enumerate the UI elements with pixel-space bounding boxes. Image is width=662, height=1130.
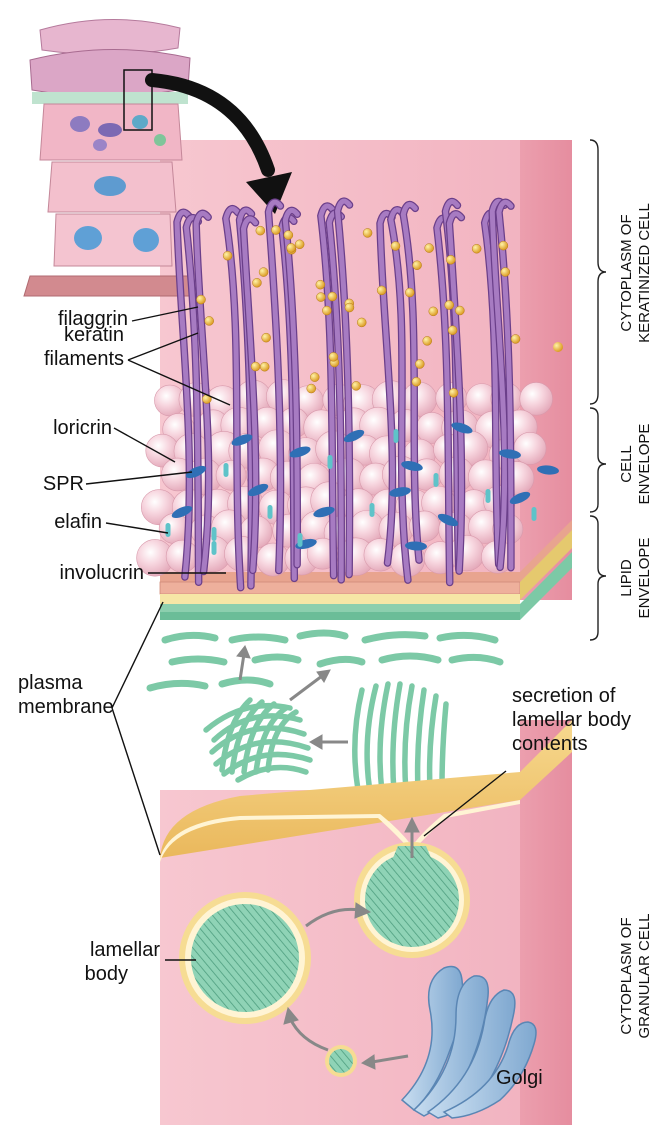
lamellae-arrow (310, 735, 348, 749)
lamellar-body-large (179, 892, 311, 1024)
filaggrin-granule (316, 280, 325, 289)
elafin-protein (370, 503, 375, 517)
elafin-protein (328, 455, 333, 469)
filaggrin-granule (259, 268, 268, 277)
loricrin-sphere (514, 432, 546, 464)
filaggrin-granule (499, 241, 508, 250)
filaggrin-granule (455, 306, 464, 315)
filaggrin-granule (405, 288, 414, 297)
filaggrin-granule (284, 231, 293, 240)
filaggrin-granule (377, 286, 386, 295)
label-plasma-line2: membrane (18, 695, 114, 719)
filaggrin-granule (316, 293, 325, 302)
label-secretion-line2: lamellar body (512, 708, 631, 732)
filaggrin-granule (295, 240, 304, 249)
filaggrin-granule (363, 228, 372, 237)
filaggrin-granule (307, 384, 316, 393)
filaggrin-granule (328, 292, 337, 301)
filaggrin-granule (260, 362, 269, 371)
filaggrin-granule (425, 244, 434, 253)
filaggrin-granule (511, 334, 520, 343)
region-granular-cell: CYTOPLASM OF GRANULAR CELL (618, 876, 658, 1076)
region-granular-line2: GRANULAR CELL (636, 876, 654, 1076)
loricrin-sphere (449, 535, 485, 571)
filaggrin-granule (223, 251, 232, 260)
epidermis-inset-icon (24, 19, 196, 296)
label-lamellar-line1: lamellar (40, 938, 160, 962)
filaggrin-granule (251, 362, 260, 371)
filaggrin-granule (445, 301, 454, 310)
elafin-protein (224, 463, 229, 477)
region-keratinized-cell: CYTOPLASM OF KERATINIZED CELL (618, 173, 658, 373)
filaggrin-granule (501, 268, 510, 277)
filaggrin-granule (345, 303, 354, 312)
region-granular-line1: CYTOPLASM OF (618, 876, 636, 1076)
filaggrin-granule (413, 261, 422, 270)
filaggrin-granule (415, 360, 424, 369)
filaggrin-granule (423, 336, 432, 345)
filaggrin-granule (446, 255, 455, 264)
label-involucrin: involucrin (4, 561, 144, 585)
fusing-lamellar-body (354, 842, 470, 958)
filaggrin-granule (287, 243, 296, 252)
label-plasma-line1: plasma (18, 671, 82, 695)
elafin-protein (434, 473, 439, 487)
filaggrin-granule (472, 244, 481, 253)
elafin-protein (532, 507, 537, 521)
region-lipid-envelope: LIPID ENVELOPE (618, 528, 658, 628)
secreted-lamellae-right (355, 684, 446, 792)
label-golgi: Golgi (496, 1066, 543, 1090)
label-lamellar-line2: body (40, 962, 128, 986)
filaggrin-granule (449, 388, 458, 397)
elafin-protein (298, 533, 303, 547)
filaggrin-granule (256, 226, 265, 235)
region-cell-envelope: CELL ENVELOPE (618, 414, 658, 514)
filaggrin-granule (205, 316, 214, 325)
filaggrin-granule (322, 306, 331, 315)
filaggrin-granule (252, 278, 261, 287)
label-secretion-line1: secretion of (512, 684, 615, 708)
label-spr: SPR (12, 472, 84, 496)
region-cell-envelope-line2: ENVELOPE (636, 414, 654, 514)
elafin-protein (486, 489, 491, 503)
filaggrin-granule (262, 333, 271, 342)
filaggrin-granule (553, 342, 563, 352)
filaggrin-granule (391, 242, 400, 251)
filaggrin-granule (429, 307, 438, 316)
region-lipid-envelope-line2: ENVELOPE (636, 528, 654, 628)
label-elafin: elafin (12, 510, 102, 534)
filaggrin-granule (412, 377, 421, 386)
label-secretion-line3: contents (512, 732, 588, 756)
label-keratin-line2: filaments (12, 347, 124, 371)
elafin-protein (212, 527, 217, 541)
secreted-lamellae-left (206, 700, 310, 780)
region-lipid-envelope-line1: LIPID (618, 528, 636, 628)
label-loricrin: loricrin (12, 416, 112, 440)
region-keratinized-line2: KERATINIZED CELL (636, 173, 654, 373)
elafin-protein (268, 505, 273, 519)
filaggrin-granule (197, 295, 206, 304)
elafin-protein (166, 523, 171, 537)
region-keratinized-line1: CYTOPLASM OF (618, 173, 636, 373)
filaggrin-granule (310, 373, 319, 382)
filaggrin-granule (448, 326, 457, 335)
filaggrin-granule (357, 318, 366, 327)
region-braces (590, 140, 606, 640)
loricrin-sphere (216, 460, 246, 490)
small-vesicle (325, 1045, 357, 1077)
region-cell-envelope-line1: CELL (618, 414, 636, 514)
filaggrin-granule (271, 226, 280, 235)
filaggrin-granule (352, 381, 361, 390)
label-keratin-line1: keratin (12, 323, 124, 347)
filaggrin-granule (329, 352, 338, 361)
elafin-protein (394, 429, 399, 443)
elafin-protein (212, 541, 217, 555)
